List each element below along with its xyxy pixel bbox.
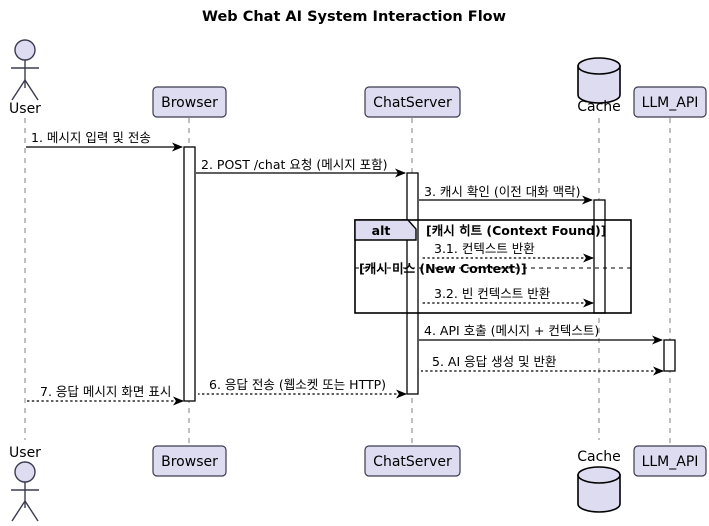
message-6: 6. 응답 전송 (웹소켓 또는 HTTP): [198, 377, 407, 399]
message-3-2: 3.2. 빈 컨텍스트 반환: [421, 286, 594, 308]
actor-leg-left-icon: [11, 79, 26, 101]
message-label-4: 4. API 호출 (메시지 + 컨텍스트): [424, 323, 599, 338]
actor-head-icon: [14, 39, 36, 61]
message-4: 4. API 호출 (메시지 + 컨텍스트): [419, 323, 663, 345]
message-2: 2. POST /chat 요청 (메시지 포함): [196, 157, 406, 178]
actor-leg-right-icon-bottom: [24, 500, 39, 522]
participant-box-llm-api-top: [633, 86, 707, 118]
alt-fragment-tab: [354, 219, 417, 241]
participant-label-user-bottom: User: [9, 445, 41, 461]
participant-box-chatserver-bottom: [364, 445, 461, 477]
message-label-2: 2. POST /chat 요청 (메시지 포함): [201, 157, 388, 172]
participant-chatserver-top[interactable]: ChatServer: [364, 86, 461, 118]
message-label-3-2: 3.2. 빈 컨텍스트 반환: [434, 286, 551, 301]
database-cylinder-icon: [577, 65, 621, 104]
message-label-5: 5. AI 응답 생성 및 반환: [432, 354, 557, 369]
participant-box-browser-top: [152, 86, 227, 118]
message-7: 7. 응답 메시지 화면 표시: [27, 384, 184, 406]
participant-label-browser-top: Browser: [161, 95, 218, 111]
actor-leg-left-icon-bottom: [11, 500, 26, 522]
participant-label-browser-bottom: Browser: [161, 454, 218, 470]
participant-browser-bottom[interactable]: Browser: [152, 445, 227, 477]
database-top-ellipse-icon: [577, 57, 621, 75]
participant-label-chatserver-top: ChatServer: [373, 95, 452, 111]
message-label-1: 1. 메시지 입력 및 전송: [31, 130, 151, 145]
alt-fragment-keyword: alt: [372, 223, 391, 238]
participant-label-user-top: User: [9, 101, 41, 117]
participant-box-chatserver-top: [364, 86, 461, 118]
activation-browser: [183, 146, 196, 402]
database-cylinder-icon-bottom: [577, 474, 621, 513]
message-label-7: 7. 응답 메시지 화면 표시: [40, 384, 171, 399]
alt-guard-2: [캐시 미스 (New Context)]: [359, 261, 527, 276]
actor-head-icon-bottom: [14, 461, 36, 483]
message-3: 3. 캐시 확인 (이전 대화 맥락): [419, 184, 593, 205]
message-3-1: 3.1. 컨텍스트 반환: [421, 241, 594, 263]
alt-fragment-box: [354, 219, 632, 314]
activation-chatserver: [406, 172, 419, 395]
participant-user-top[interactable]: User: [9, 39, 41, 117]
participant-cache-top[interactable]: Cache: [577, 57, 621, 115]
alt-guard-1: [캐시 히트 (Context Found)]: [426, 223, 606, 238]
participant-chatserver-bottom[interactable]: ChatServer: [364, 445, 461, 477]
participant-user-bottom[interactable]: User: [9, 445, 41, 522]
message-label-3: 3. 캐시 확인 (이전 대화 맥락): [424, 184, 581, 199]
participant-browser-top[interactable]: Browser: [152, 86, 227, 118]
participant-box-browser-bottom: [152, 445, 227, 477]
participant-label-llm-api-bottom: LLM_API: [642, 454, 699, 470]
message-1: 1. 메시지 입력 및 전송: [26, 130, 183, 152]
participant-label-cache-top: Cache: [577, 99, 621, 115]
participant-label-cache-bottom: Cache: [577, 449, 621, 465]
participant-label-llm-api-top: LLM_API: [642, 95, 699, 111]
message-label-3-1: 3.1. 컨텍스트 반환: [434, 241, 535, 256]
activation-llm-api: [663, 339, 676, 372]
message-5: 5. AI 응답 생성 및 반환: [421, 354, 664, 376]
diagram-title: Web Chat AI System Interaction Flow: [202, 9, 506, 25]
participant-cache-bottom[interactable]: Cache: [577, 449, 621, 513]
alt-fragment: alt [캐시 히트 (Context Found)] [캐시 미스 (New …: [354, 219, 632, 314]
database-top-ellipse-icon-bottom: [577, 466, 621, 484]
participant-box-llm-api-bottom: [633, 445, 707, 477]
participant-label-chatserver-bottom: ChatServer: [373, 454, 452, 470]
message-label-6: 6. 응답 전송 (웹소켓 또는 HTTP): [209, 377, 386, 392]
participant-llm-api-top[interactable]: LLM_API: [633, 86, 707, 118]
actor-leg-right-icon: [24, 79, 39, 101]
activation-cache: [593, 199, 606, 314]
participant-llm-api-bottom[interactable]: LLM_API: [633, 445, 707, 477]
